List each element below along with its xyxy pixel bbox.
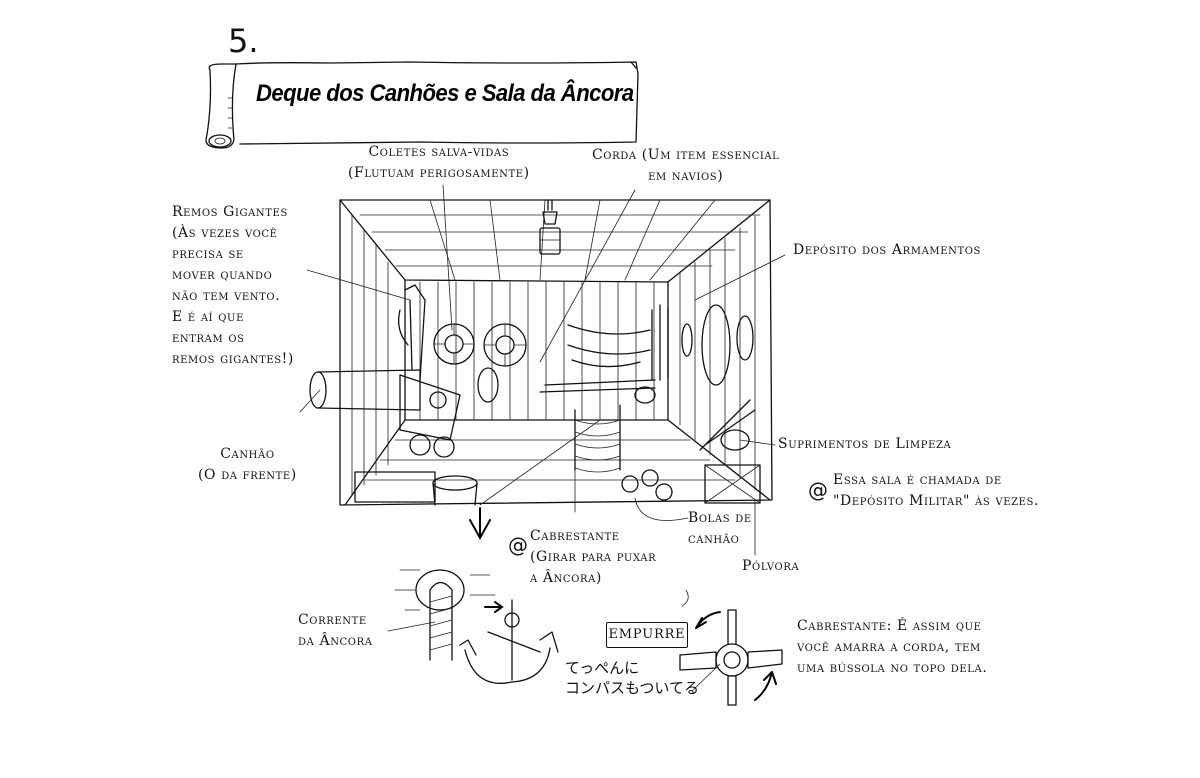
anchor-icon [459, 599, 559, 684]
down-arrow-icon [469, 507, 491, 541]
label-line: Cabrestante [530, 528, 620, 544]
giant-oars-icon [397, 284, 426, 381]
label-line: てっぺんに [565, 659, 640, 677]
label-line: precisa se [172, 246, 244, 262]
label-line: mover quando [172, 267, 273, 283]
label-life-vests: Coletes salva-vidas (Flutuam perigosamen… [348, 142, 530, 184]
front-cannon-icon [309, 367, 499, 458]
label-line: Bolas de [688, 510, 752, 526]
label-line: da Âncora [298, 633, 373, 649]
capstan-compass-icon [679, 589, 783, 706]
label-line: não tem vento. [172, 288, 281, 304]
label-line: (Às vezes você [172, 225, 278, 241]
life-ring-icon [433, 323, 475, 365]
label-capstan-note: Cabrestante: É assim que você amarra a c… [797, 616, 987, 679]
spiral-note-icon: @ [508, 533, 528, 557]
page-title: Deque dos Canhões e Sala da Âncora [256, 80, 634, 107]
cannonballs-icon [621, 469, 673, 501]
spiral-note-icon: @ [808, 478, 828, 502]
label-rope: Corda (Um item essencial em navios) [592, 145, 779, 187]
cleaning-supplies-icon [699, 399, 756, 451]
label-room-note: Essa sala é chamada de "Depósito Militar… [833, 470, 1039, 512]
push-label: EMPURRE [606, 622, 688, 648]
gunpowder-crate-icon [704, 464, 761, 504]
label-line: Corda (Um item essencial [592, 147, 780, 163]
label-line: remos gigantes!) [172, 351, 294, 367]
crate-icon [354, 471, 436, 503]
label-anchor-chain: Corrente da Âncora [298, 610, 373, 652]
label-gunpowder: Pólvora [742, 558, 800, 574]
label-line: Essa sala é chamada de [833, 472, 1002, 488]
label-weapons-storage: Depósito dos Armamentos [793, 242, 981, 258]
label-line: コンパスもついてる [565, 679, 699, 697]
label-line: entram os [172, 330, 245, 346]
leader-lines [299, 184, 786, 632]
label-line: a Âncora) [530, 570, 602, 586]
label-line: (Flutuam perigosamente) [348, 165, 530, 181]
label-line: Coletes salva-vidas [368, 144, 510, 160]
label-line: uma bússola no topo dela. [797, 660, 988, 676]
label-cannonballs: Bolas de canhão [688, 508, 752, 550]
weapons-rack-icon [567, 304, 669, 381]
anchor-chain-icon [394, 569, 496, 661]
label-capstan: Cabrestante (Girar para puxar a Âncora) [530, 526, 656, 589]
scroll-banner [205, 61, 639, 149]
label-line: (O da frente) [198, 467, 297, 483]
label-cleaning-supplies: Suprimentos de Limpeza [778, 436, 952, 452]
label-line: "Depósito Militar" às vezes. [833, 493, 1040, 509]
porthole-icon [736, 315, 754, 361]
capstan-icon [539, 379, 656, 473]
label-line: E é aí que [172, 309, 244, 325]
porthole-icon [681, 323, 693, 357]
label-line: canhão [688, 531, 740, 547]
label-line: Remos Gigantes [172, 204, 288, 220]
label-cannon: Canhão (O da frente) [198, 444, 297, 486]
label-giant-oars: Remos Gigantes (Às vezes você precisa se… [172, 202, 294, 370]
label-line: Corrente [298, 612, 367, 628]
label-line: (Girar para puxar [530, 549, 657, 565]
hanging-lantern-icon [539, 199, 561, 255]
label-line: em navios) [648, 168, 724, 184]
japanese-compass-note: てっぺんに コンパスもついてる [565, 658, 699, 698]
room-frame [339, 199, 773, 506]
label-line: Canhão [220, 446, 275, 462]
label-line: você amarra a corda, tem [797, 639, 981, 655]
label-line: Cabrestante: É assim que [797, 618, 982, 634]
door-icon [701, 304, 731, 386]
page-number: 5. [228, 22, 259, 60]
life-ring-icon [483, 323, 527, 367]
